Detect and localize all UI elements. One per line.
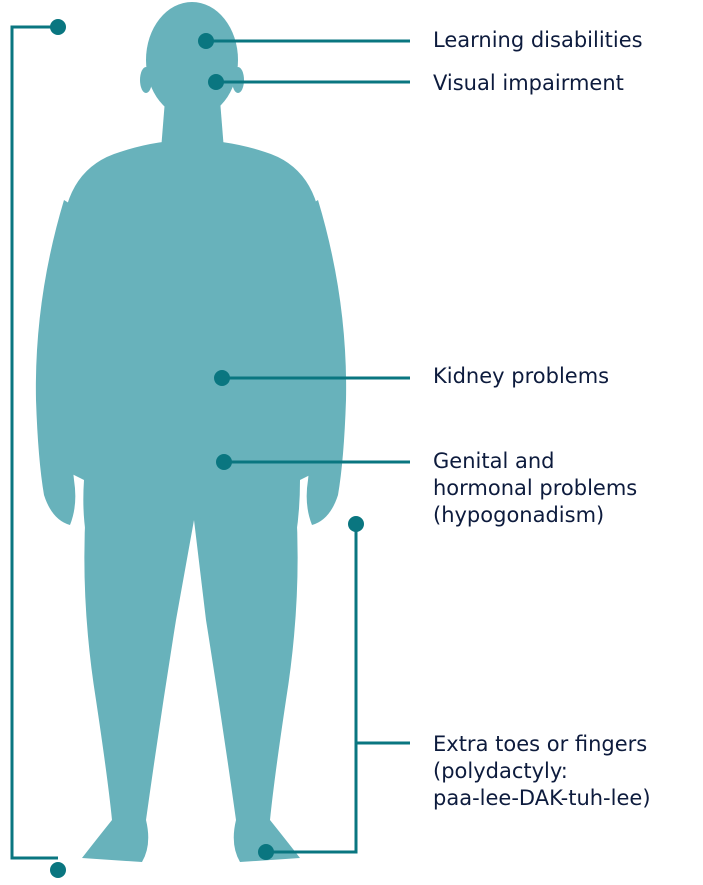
left-ear-shape: [140, 67, 152, 93]
callout-line: hormonal problems: [433, 475, 637, 502]
callout-polydactyly: Extra toes or fingers (polydactyly: paa-…: [433, 731, 651, 812]
learning-dot: [198, 33, 214, 49]
callout-line: Visual impairment: [433, 70, 624, 97]
callout-kidney-problems: Kidney problems: [433, 363, 609, 390]
polydactyly-top-dot: [348, 516, 364, 532]
torso-shape: [57, 140, 326, 535]
genital-dot: [216, 454, 232, 470]
kidney-dot: [214, 370, 230, 386]
callout-line: Kidney problems: [433, 363, 609, 390]
callout-line: Learning disabilities: [433, 27, 643, 54]
callout-line: (hypogonadism): [433, 502, 637, 529]
bracket-top-dot: [50, 19, 66, 35]
callout-line: Extra toes or fingers: [433, 731, 651, 758]
right-leg-shape: [194, 505, 300, 862]
callout-line: (polydactyly:: [433, 758, 651, 785]
callout-visual-impairment: Visual impairment: [433, 70, 624, 97]
right-ear-shape: [232, 67, 244, 93]
callout-line: paa-lee-DAK-tuh-lee): [433, 785, 651, 812]
human-silhouette: [36, 2, 346, 862]
bracket-bottom-dot: [50, 862, 66, 878]
polydactyly-foot-dot: [258, 844, 274, 860]
callout-genital-hormonal: Genital and hormonal problems (hypogonad…: [433, 448, 637, 529]
callout-learning-disabilities: Learning disabilities: [433, 27, 643, 54]
left-leg-shape: [82, 505, 194, 862]
callout-line: Genital and: [433, 448, 637, 475]
visual-dot: [208, 74, 224, 90]
